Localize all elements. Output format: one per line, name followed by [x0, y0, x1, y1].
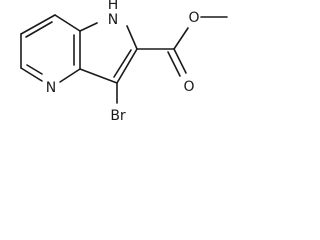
bond-c7a-n1 — [79, 22, 98, 32]
atom-nitrogen-pyridine: N — [46, 80, 56, 96]
bond-c3-c3a — [79, 68, 118, 84]
atom-bromine: Br — [110, 108, 126, 124]
atom-oxygen-ester: O — [188, 10, 199, 26]
bond-c7-c6-inner — [25, 21, 53, 38]
atom-hydrogen-nh: H — [108, 0, 119, 13]
bond-n1-c2 — [126, 25, 138, 50]
bond-c5-n4-inner — [26, 64, 43, 75]
bond-ccarbonyl-oester — [173, 27, 189, 50]
bond-c5-n4 — [20, 67, 43, 82]
bond-c7-c6 — [20, 14, 56, 35]
bond-carbonyl-o-a — [173, 48, 187, 74]
chemical-structure-diagram: N H N Br O O — [20, 0, 228, 124]
bond-c2-c3 — [116, 48, 138, 84]
bond-n4-c3a — [59, 68, 81, 83]
bond-carbonyl-o-b — [167, 51, 181, 77]
bond-c2-c3-inner — [113, 49, 132, 78]
atom-oxygen-carbonyl: O — [183, 79, 194, 95]
atom-nitrogen-nh: N — [108, 12, 118, 28]
bond-c7a-c7 — [54, 14, 81, 32]
